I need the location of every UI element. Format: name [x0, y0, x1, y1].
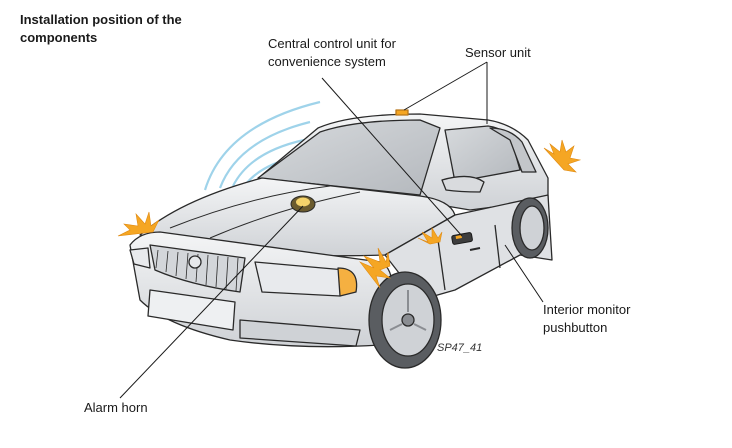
flash-indicators	[117, 139, 582, 289]
label-interior-monitor-pushbutton: Interior monitor pushbutton	[543, 302, 631, 335]
central-control-unit	[451, 232, 473, 245]
label-central-control-unit: Central control unit for convenience sys…	[268, 36, 396, 69]
diagram-title: Installation position of the components	[20, 12, 182, 45]
rear-wheel	[511, 197, 549, 259]
figure-code: SP47_41	[437, 342, 483, 354]
leader-lines	[119, 61, 544, 399]
front-wheel	[368, 271, 442, 369]
alarm-horn-unit	[290, 195, 316, 213]
label-sensor-unit: Sensor unit	[465, 45, 531, 60]
label-alarm-horn: Alarm horn	[84, 400, 148, 415]
car-body	[129, 109, 553, 348]
